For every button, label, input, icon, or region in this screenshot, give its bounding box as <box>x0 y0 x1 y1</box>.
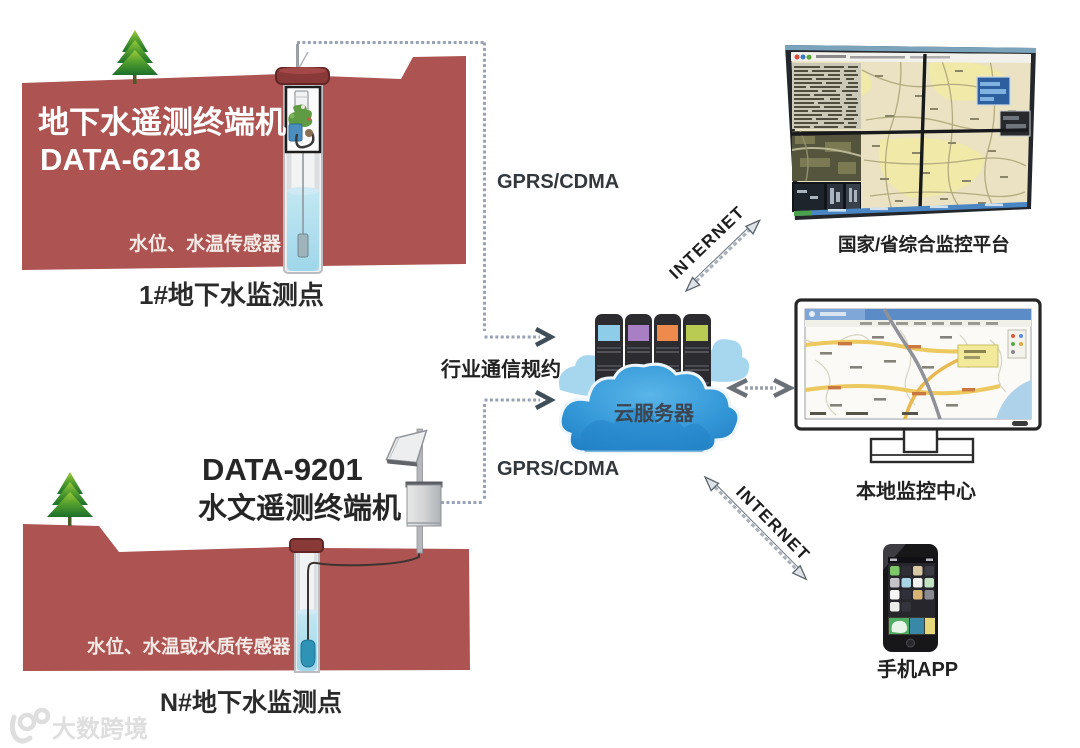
svg-text:DATA-9201: DATA-9201 <box>202 452 363 487</box>
svg-text:GPRS/CDMA: GPRS/CDMA <box>497 458 619 480</box>
svg-text:DATA-6218: DATA-6218 <box>40 142 201 177</box>
svg-text:水位、水温传感器: 水位、水温传感器 <box>129 232 282 255</box>
svg-text:大数跨境: 大数跨境 <box>52 715 148 743</box>
svg-text:N#地下水监测点: N#地下水监测点 <box>160 689 342 717</box>
svg-text:GPRS/CDMA: GPRS/CDMA <box>497 171 619 193</box>
svg-text:国家/省综合监控平台: 国家/省综合监控平台 <box>838 234 1010 255</box>
svg-text:1#地下水监测点: 1#地下水监测点 <box>139 280 324 310</box>
svg-text:本地监控中心: 本地监控中心 <box>856 479 976 503</box>
svg-text:云服务器: 云服务器 <box>614 401 695 425</box>
svg-text:行业通信规约: 行业通信规约 <box>440 357 561 381</box>
svg-text:手机APP: 手机APP <box>877 657 958 681</box>
svg-text:水文遥测终端机: 水文遥测终端机 <box>198 491 401 525</box>
svg-text:水位、水温或水质传感器: 水位、水温或水质传感器 <box>87 636 291 657</box>
svg-text:地下水遥测终端机: 地下水遥测终端机 <box>38 105 286 140</box>
svg-text:INTERNET: INTERNET <box>732 482 814 564</box>
